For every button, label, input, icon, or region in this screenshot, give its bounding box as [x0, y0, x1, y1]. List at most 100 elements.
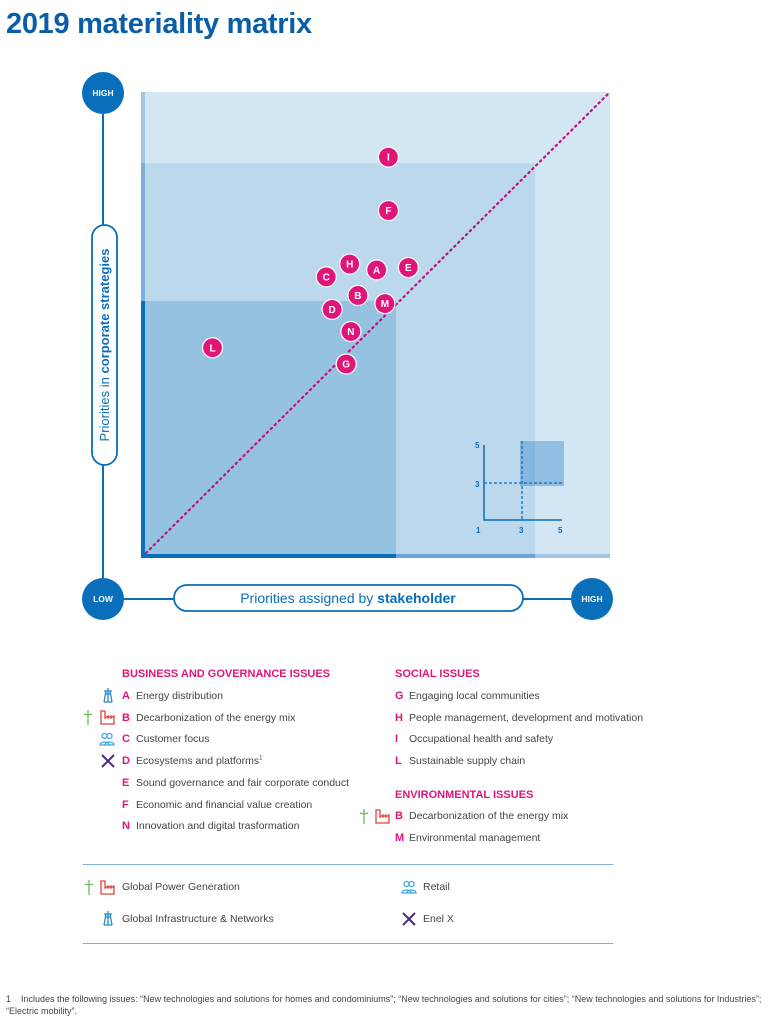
y-axis-label: Priorities in corporate strategies — [97, 249, 112, 442]
factory-icon — [100, 880, 115, 895]
y-high-label: HIGH — [92, 88, 113, 98]
diagonal-line — [144, 92, 610, 555]
data-point-G: G — [335, 353, 357, 375]
x-low-label: LOW — [93, 594, 114, 604]
legend-text: Ecosystems and platforms1 — [136, 755, 263, 768]
business-line-retail: Retail — [423, 880, 450, 894]
point-label: I — [387, 153, 390, 164]
wind-turbine-icon — [83, 709, 93, 725]
data-point-H: H — [339, 253, 361, 275]
point-label: B — [354, 291, 361, 302]
legend-text: Engaging local communities — [409, 690, 540, 702]
business-line-label: Global Infrastructure & Networks — [122, 913, 274, 925]
legend-item: I Occupational health and safety — [395, 732, 553, 746]
x-icon — [101, 754, 115, 768]
data-point-M: M — [374, 292, 396, 315]
legend-text: Economic and financial value creation — [136, 798, 313, 811]
legend-item: D Ecosystems and platforms1 — [122, 754, 262, 768]
inset-legend: 5 3 1 3 5 — [475, 441, 564, 535]
pylon-icon — [103, 687, 113, 703]
legend-text: People management, development and motiv… — [409, 711, 644, 724]
inset-x-tick: 5 — [558, 526, 563, 535]
x-low-badge — [82, 578, 124, 620]
business-line-gpg: Global Power Generation — [122, 880, 240, 894]
divider — [83, 943, 613, 944]
point-label: A — [373, 265, 380, 276]
point-label: N — [347, 327, 354, 338]
legend-key: A — [122, 690, 130, 702]
legend-key: D — [122, 755, 130, 768]
legend-item: L Sustainable supply chain — [395, 754, 525, 768]
legend-text: Energy distribution — [136, 690, 223, 702]
legend-item: F Economic and financial value creation — [122, 798, 312, 812]
point-label: L — [209, 343, 215, 354]
inset-y-tick: 5 — [475, 441, 480, 450]
point-label: C — [323, 272, 330, 283]
legend-item: E Sound governance and fair corporate con… — [122, 776, 349, 790]
legend-text: Sustainable supply chain — [409, 755, 526, 768]
x-icon — [402, 912, 416, 926]
point-marker — [377, 146, 399, 168]
people-icon — [401, 880, 417, 894]
legend-key: B — [122, 711, 130, 724]
data-point-E: E — [397, 256, 419, 279]
x-axis-label: Priorities assigned by stakeholder — [240, 590, 456, 606]
legend-key: N — [122, 820, 130, 833]
materiality-matrix: 5 3 1 3 5 I F H A E C B M DN G L Priorities in cor… — [82, 72, 613, 620]
bottom-edge — [141, 554, 396, 558]
y-high-badge — [82, 72, 124, 114]
legend-key: H — [395, 711, 403, 724]
point-label: F — [385, 206, 391, 217]
point-marker — [397, 256, 419, 279]
legend-text: Decarbonization of the energy mix — [409, 810, 569, 822]
data-point-I: I — [377, 146, 399, 168]
point-marker — [321, 298, 343, 320]
legend-key: I — [395, 733, 399, 746]
point-marker — [374, 292, 396, 315]
business-heading: BUSINESS AND GOVERNANCE ISSUES — [122, 668, 331, 680]
legend-item: A Energy distribution — [122, 689, 223, 703]
inset-y-tick: 3 — [475, 480, 480, 489]
point-label: D — [329, 305, 336, 316]
business-line-label: Retail — [423, 881, 450, 893]
left-edge — [141, 301, 145, 557]
point-marker — [377, 199, 399, 222]
point-marker — [339, 253, 361, 275]
business-line-enelx: Enel X — [423, 912, 454, 926]
inset-x-tick: 3 — [519, 526, 524, 535]
legend-text: Environmental management — [409, 831, 541, 844]
legend-key: F — [122, 798, 129, 811]
legend-key: L — [395, 755, 402, 768]
data-point-L: L — [201, 337, 224, 359]
bottom-edge — [535, 554, 610, 558]
legend-text: Sound governance and fair corporate cond… — [136, 776, 350, 789]
legend-item: H People management, development and moti… — [395, 711, 643, 725]
social-heading: SOCIAL ISSUES — [395, 668, 480, 680]
x-high-badge — [571, 578, 613, 620]
x-axis-label-pill — [173, 584, 524, 612]
legend-text: Occupational health and safety — [409, 733, 554, 746]
point-marker — [366, 259, 388, 281]
page-title: 2019 materiality matrix — [6, 8, 312, 40]
legend-text: Customer focus — [136, 733, 210, 746]
divider — [83, 864, 613, 865]
factory-icon — [100, 710, 115, 725]
zone-dark — [141, 301, 396, 557]
factory-icon — [375, 809, 390, 824]
point-marker — [201, 337, 224, 359]
left-edge — [141, 163, 145, 301]
data-point-C: C — [315, 266, 337, 288]
point-marker — [335, 353, 357, 375]
left-edge — [141, 92, 145, 163]
legend-key: E — [122, 776, 130, 789]
wind-turbine-icon — [84, 879, 94, 895]
point-label: H — [346, 260, 353, 271]
wind-turbine-icon — [359, 808, 369, 824]
legend-key: B — [395, 810, 403, 822]
pylon-icon — [103, 910, 113, 926]
people-icon — [99, 732, 115, 746]
